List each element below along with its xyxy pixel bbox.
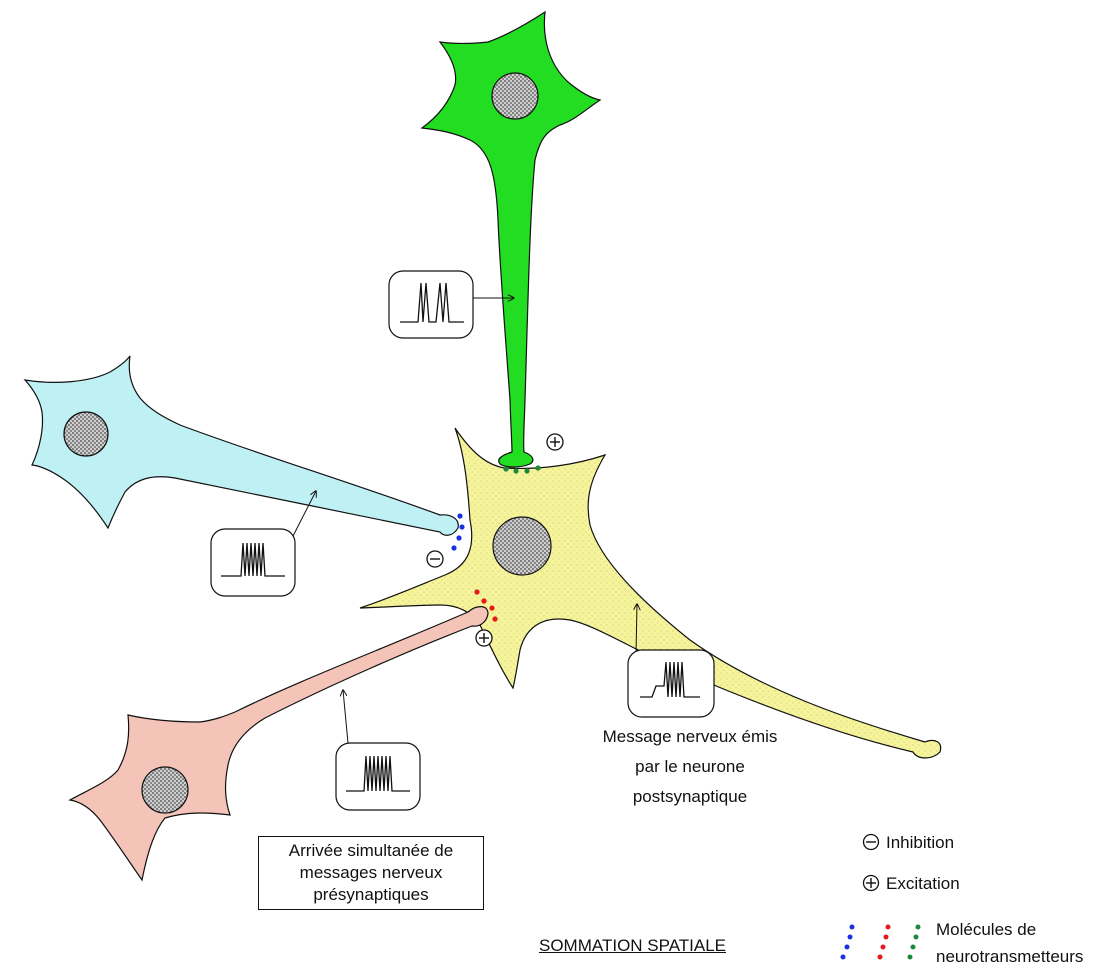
presynaptic-messages-box: Arrivée simultanée de messages nerveux p…	[258, 836, 484, 910]
green-presynaptic-neuron	[420, 10, 602, 468]
red-neuron-body	[68, 606, 489, 882]
green-synapse-sign	[546, 433, 564, 451]
postsynaptic-caption-line-2: par le neurone	[635, 757, 745, 776]
blue-molecule-legend-dots	[840, 924, 855, 960]
excitation-legend-symbol	[862, 874, 880, 892]
green-spike-trace	[400, 282, 464, 323]
blue-oscillogram	[210, 491, 316, 597]
red-molecule-legend-dots	[877, 924, 891, 960]
presynaptic-box-line-2: messages nerveux	[299, 863, 443, 882]
blue-neuron-body	[23, 355, 459, 536]
postsynaptic-caption-line-3: postsynaptique	[633, 787, 747, 806]
blue-neuron-nucleus	[63, 411, 109, 457]
blue-synapse-molecules	[451, 513, 465, 551]
green-synapse-molecules	[503, 465, 541, 474]
blue-presynaptic-neuron	[23, 355, 459, 536]
postsynaptic-caption-line-1: Message nerveux émis	[603, 727, 778, 746]
legend: Inhibition Excitation Molécules de neuro…	[840, 833, 1083, 965]
inhibition-legend-symbol	[862, 833, 880, 851]
green-molecule-legend-dots	[907, 924, 921, 960]
blue-synapse-sign	[426, 550, 444, 568]
red-neuron-nucleus	[141, 766, 189, 814]
molecules-legend-line-1: Molécules de	[936, 920, 1036, 939]
postsynaptic-spike-trace	[640, 661, 700, 698]
excitation-legend-label: Excitation	[886, 874, 960, 893]
red-synapse-molecules	[474, 589, 498, 622]
inhibition-legend-label: Inhibition	[886, 833, 954, 852]
red-presynaptic-neuron	[68, 606, 489, 882]
diagram-title: SOMMATION SPATIALE	[539, 936, 727, 955]
green-neuron-nucleus	[491, 72, 539, 120]
green-neuron-body	[420, 10, 602, 468]
molecules-legend-line-2: neurotransmetteurs	[936, 947, 1083, 965]
postsynaptic-oscillogram	[627, 604, 715, 718]
presynaptic-box-line-3: présynaptiques	[313, 885, 429, 904]
red-synapse-sign	[475, 629, 493, 647]
green-oscillogram	[388, 270, 514, 339]
presynaptic-box-line-1: Arrivée simultanée de	[288, 841, 454, 860]
red-spike-trace	[346, 755, 410, 792]
red-oscillogram	[335, 690, 421, 811]
blue-spike-trace	[221, 542, 285, 577]
postsynaptic-nucleus	[492, 516, 552, 576]
